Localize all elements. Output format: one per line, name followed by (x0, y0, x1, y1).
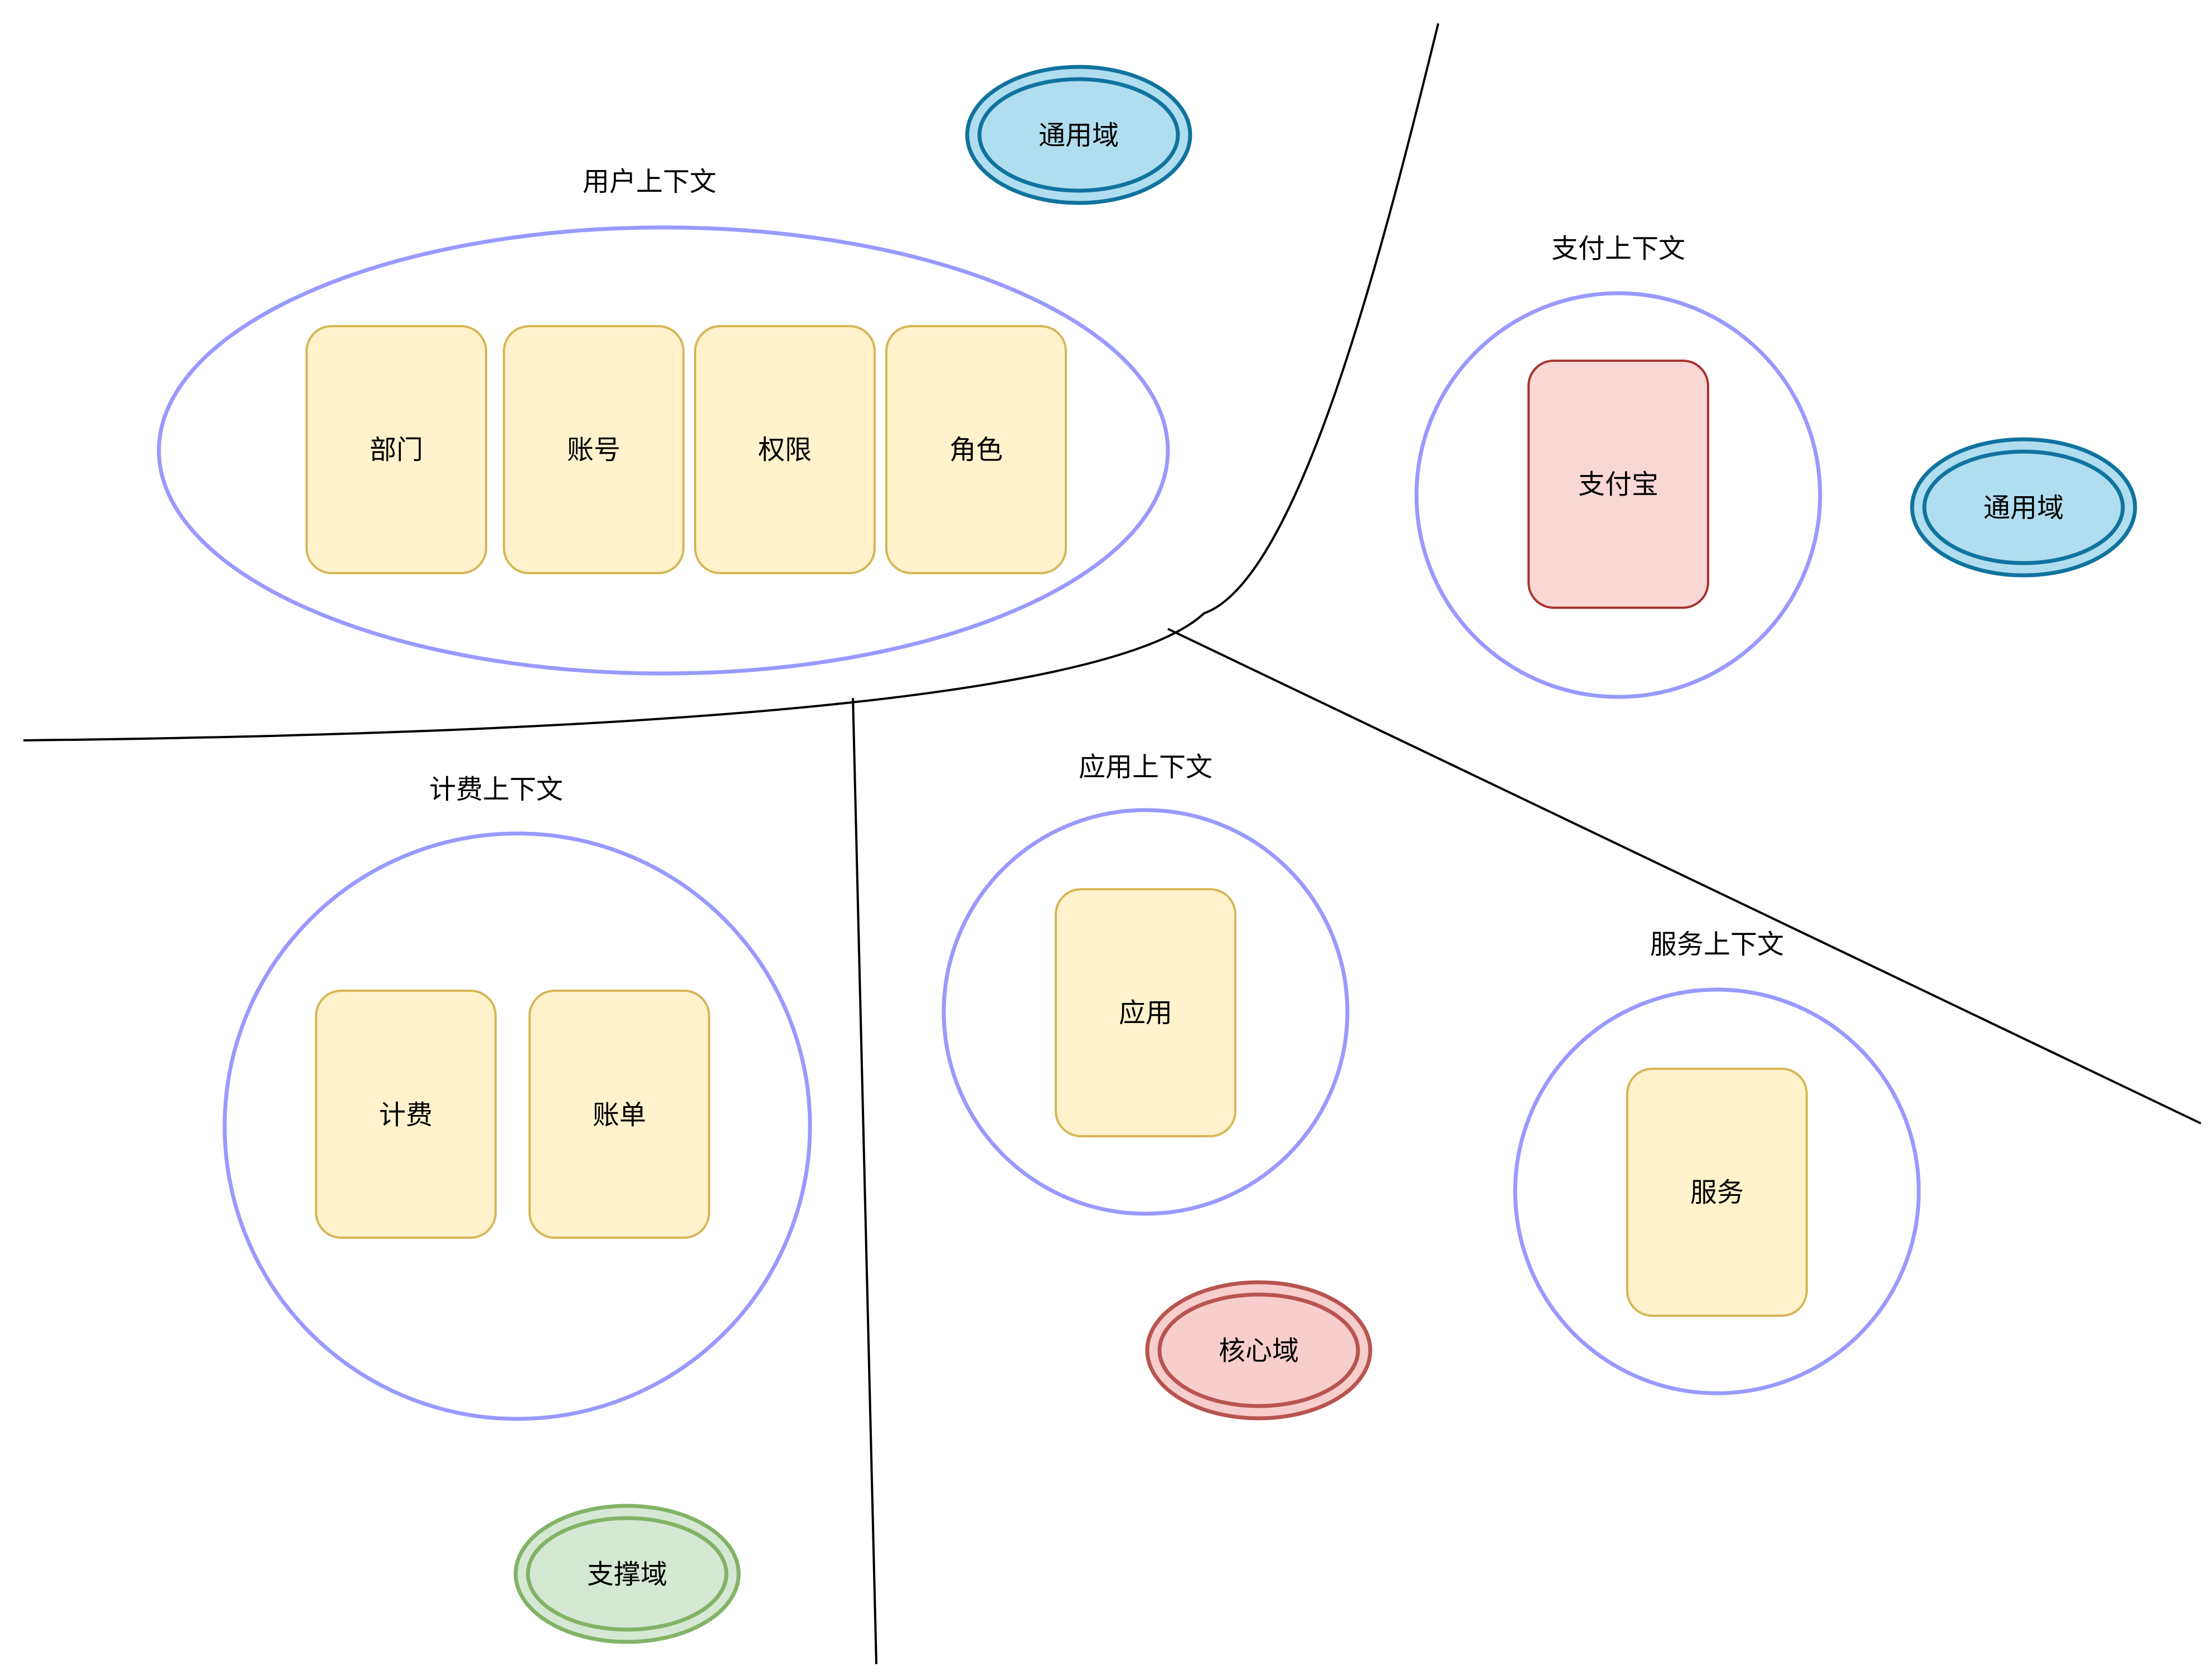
app-context[interactable]: 应用上下文 应用 (942, 752, 1350, 1216)
card-label: 应用 (1119, 997, 1172, 1029)
app-context-label: 应用上下文 (1079, 752, 1212, 783)
billing-context-label: 计费上下文 (429, 774, 563, 805)
domain-label: 通用域 (1983, 492, 2064, 524)
user-context-boundary (157, 225, 1170, 676)
card-label: 部门 (370, 434, 423, 466)
domain-label: 支撑域 (587, 1559, 667, 1590)
card-department[interactable]: 部门 (305, 325, 487, 574)
card-permission[interactable]: 权限 (694, 325, 876, 574)
payment-context-label: 支付上下文 (1551, 233, 1685, 264)
card-account[interactable]: 账号 (503, 325, 685, 574)
card-label: 支付宝 (1578, 469, 1658, 500)
card-billing[interactable]: 计费 (315, 990, 497, 1239)
service-context-boundary (1513, 987, 1921, 1395)
card-label: 账号 (567, 434, 620, 466)
app-context-boundary (942, 808, 1350, 1216)
payment-context[interactable]: 支付上下文 支付宝 (1414, 233, 1822, 699)
support-domain[interactable]: 支撑域 (513, 1504, 741, 1644)
billing-context[interactable]: 计费上下文 计费 账单 (222, 774, 812, 1421)
card-label: 账单 (593, 1099, 646, 1131)
card-label: 计费 (379, 1099, 433, 1131)
billing-context-boundary (222, 831, 812, 1421)
divider-line-bottom (852, 697, 877, 1665)
user-context-label: 用户上下文 (583, 166, 716, 197)
payment-context-boundary (1414, 291, 1822, 699)
card-role[interactable]: 角色 (885, 325, 1067, 574)
user-context[interactable]: 用户上下文 部门 账号 权限 角色 (157, 166, 1170, 676)
divider-line-right (1167, 628, 2201, 1125)
domain-dividers (23, 23, 2201, 1665)
card-alipay[interactable]: 支付宝 (1527, 360, 1709, 609)
card-service[interactable]: 服务 (1626, 1068, 1808, 1317)
service-context-label: 服务上下文 (1650, 929, 1784, 960)
generic-domain-top[interactable]: 通用域 (965, 65, 1192, 205)
card-label: 服务 (1690, 1177, 1744, 1208)
domain-label: 通用域 (1039, 120, 1119, 151)
domain-label: 核心域 (1219, 1335, 1299, 1366)
core-domain[interactable]: 核心域 (1145, 1280, 1372, 1421)
card-bill[interactable]: 账单 (528, 990, 710, 1239)
card-label: 权限 (758, 434, 812, 466)
card-label: 角色 (949, 434, 1003, 466)
card-application[interactable]: 应用 (1055, 888, 1236, 1137)
divider-curve-main (23, 23, 1439, 741)
service-context[interactable]: 服务上下文 服务 (1513, 929, 1921, 1395)
generic-domain-right[interactable]: 通用域 (1910, 437, 2137, 578)
